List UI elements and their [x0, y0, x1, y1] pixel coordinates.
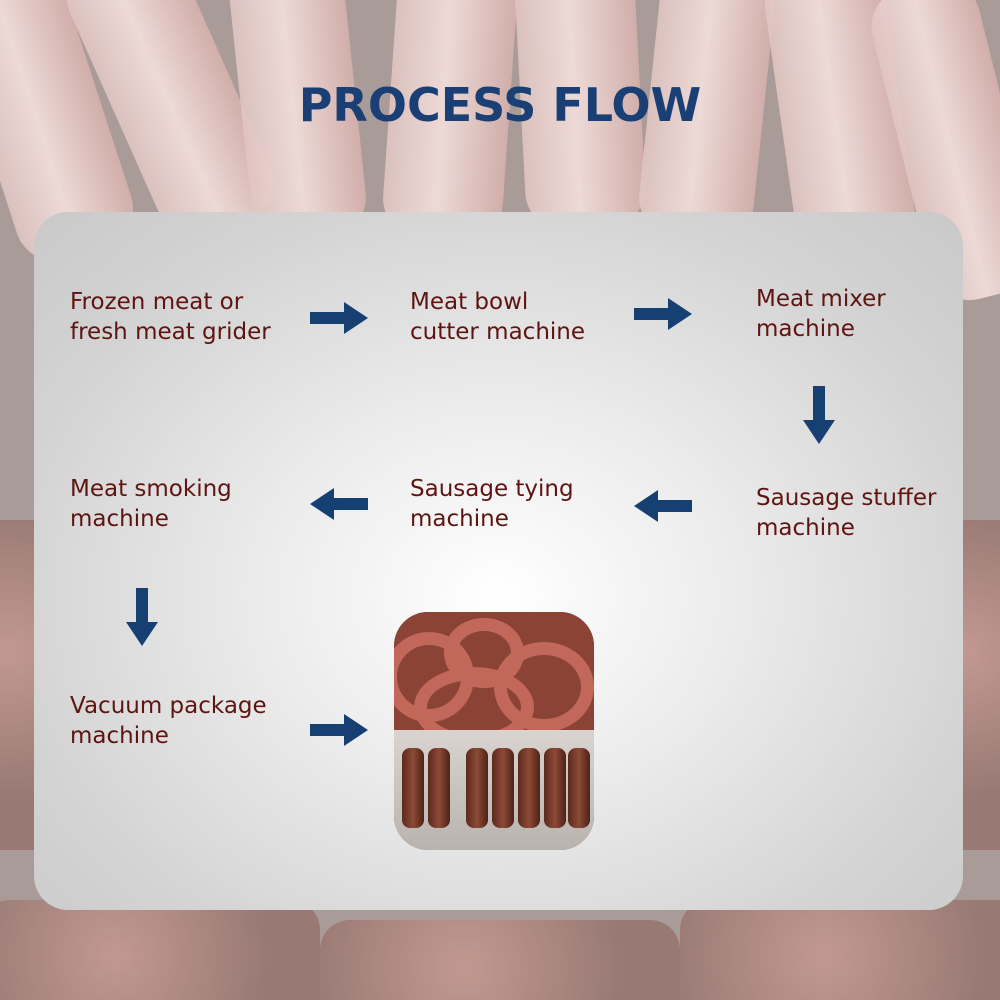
step-label-line1: Meat smoking [70, 476, 232, 502]
step-label-line1: Meat bowl [410, 289, 529, 315]
step-label-line2: machine [756, 316, 855, 342]
step-frozen-meat-grinder: Frozen meat or fresh meat grider [70, 287, 271, 347]
step-label-line2: machine [70, 723, 169, 749]
page-title: PROCESS FLOW [298, 78, 702, 132]
step-label-line1: Vacuum package [70, 693, 267, 719]
arrow-right-icon [310, 714, 368, 746]
step-label-line1: Sausage tying [410, 476, 574, 502]
step-meat-smoking: Meat smoking machine [70, 474, 232, 534]
arrow-right-icon [634, 298, 692, 330]
step-sausage-stuffer: Sausage stuffer machine [756, 483, 936, 543]
step-meat-bowl-cutter: Meat bowl cutter machine [410, 287, 585, 347]
step-label-line2: machine [756, 515, 855, 541]
step-label-line1: Meat mixer [756, 286, 886, 312]
step-label-line2: machine [70, 506, 169, 532]
step-label-line2: cutter machine [410, 319, 586, 345]
arrow-left-icon [310, 488, 368, 520]
step-meat-mixer: Meat mixer machine [756, 284, 886, 344]
arrow-right-icon [310, 302, 368, 334]
step-label-line2: fresh meat grider [70, 319, 271, 345]
step-label-line2: machine [410, 506, 509, 532]
arrow-left-icon [634, 490, 692, 522]
step-vacuum-package: Vacuum package machine [70, 691, 267, 751]
step-label-line1: Frozen meat or [70, 289, 244, 315]
step-sausage-tying: Sausage tying machine [410, 474, 574, 534]
arrow-down-icon [126, 588, 158, 646]
step-label-line1: Sausage stuffer [756, 485, 937, 511]
arrow-down-icon [803, 386, 835, 444]
sausage-product-photo [394, 612, 594, 850]
